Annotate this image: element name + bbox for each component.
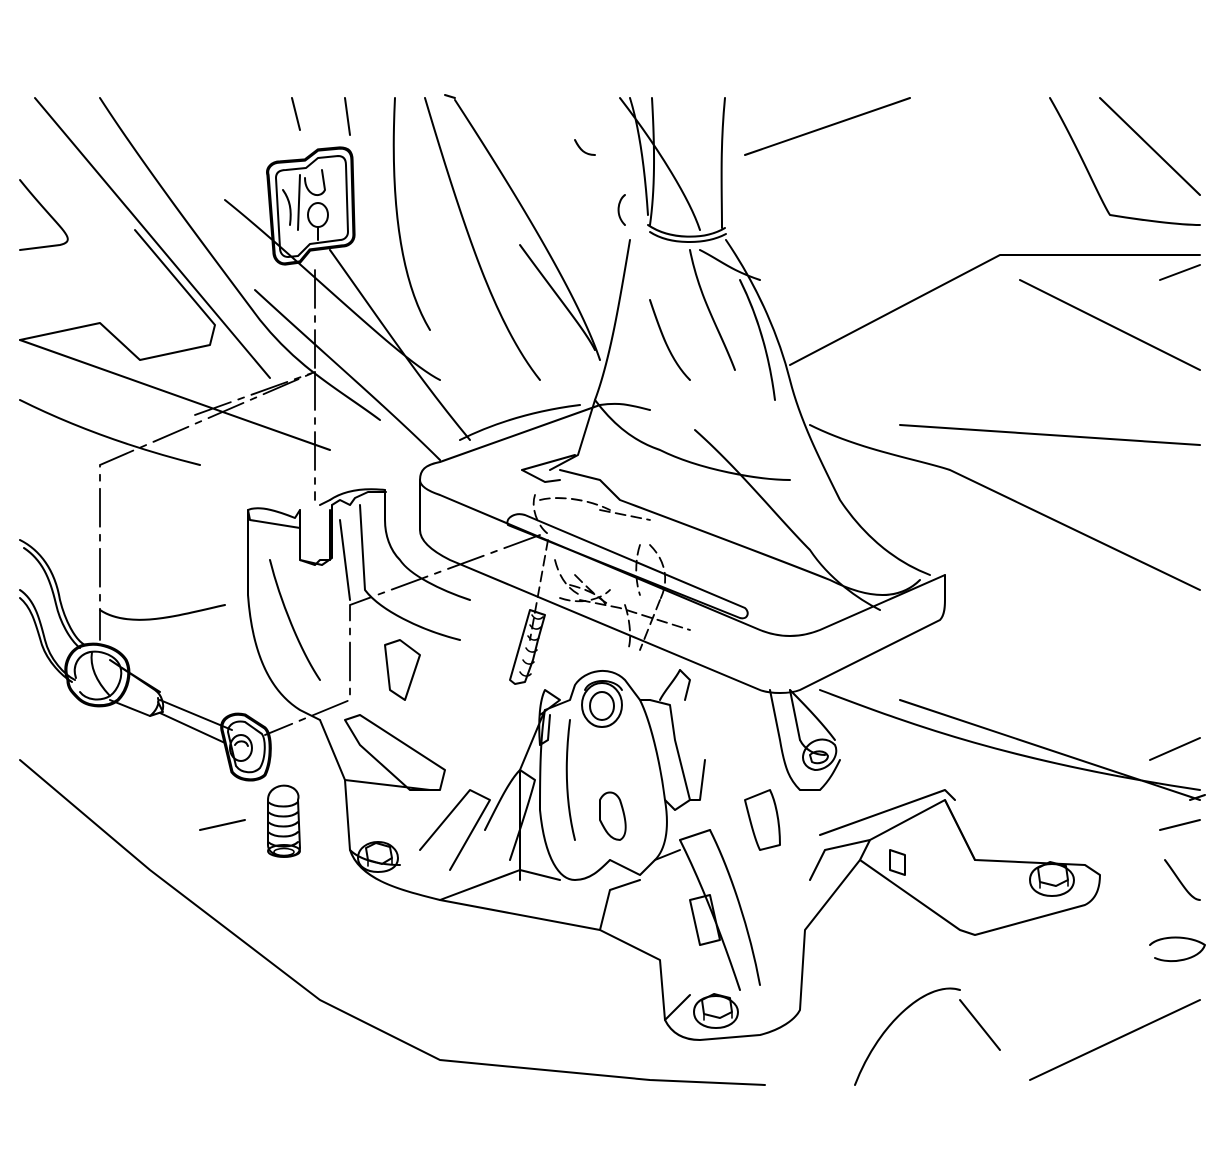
nut-right (1029, 861, 1075, 897)
shift-cable (19, 539, 272, 782)
pivot-bushing-inner (589, 691, 615, 721)
nut-left (357, 841, 399, 873)
pivot-pin (581, 680, 623, 728)
cable-bracket (247, 491, 387, 566)
pivot-bushing-outer (581, 682, 623, 728)
bezel-trim-plate (419, 402, 946, 694)
roll-pin (267, 784, 301, 858)
leader-lines (99, 269, 541, 736)
shift-boot (549, 97, 931, 611)
mounting-nuts (357, 841, 1075, 1029)
cable-retainer-clip (266, 146, 356, 266)
nut-front (693, 993, 739, 1029)
shift-control-base (247, 488, 1101, 1041)
detent-spring (509, 609, 546, 685)
floor-panel-lines (19, 94, 1206, 1086)
hidden-detent-features (529, 494, 691, 651)
